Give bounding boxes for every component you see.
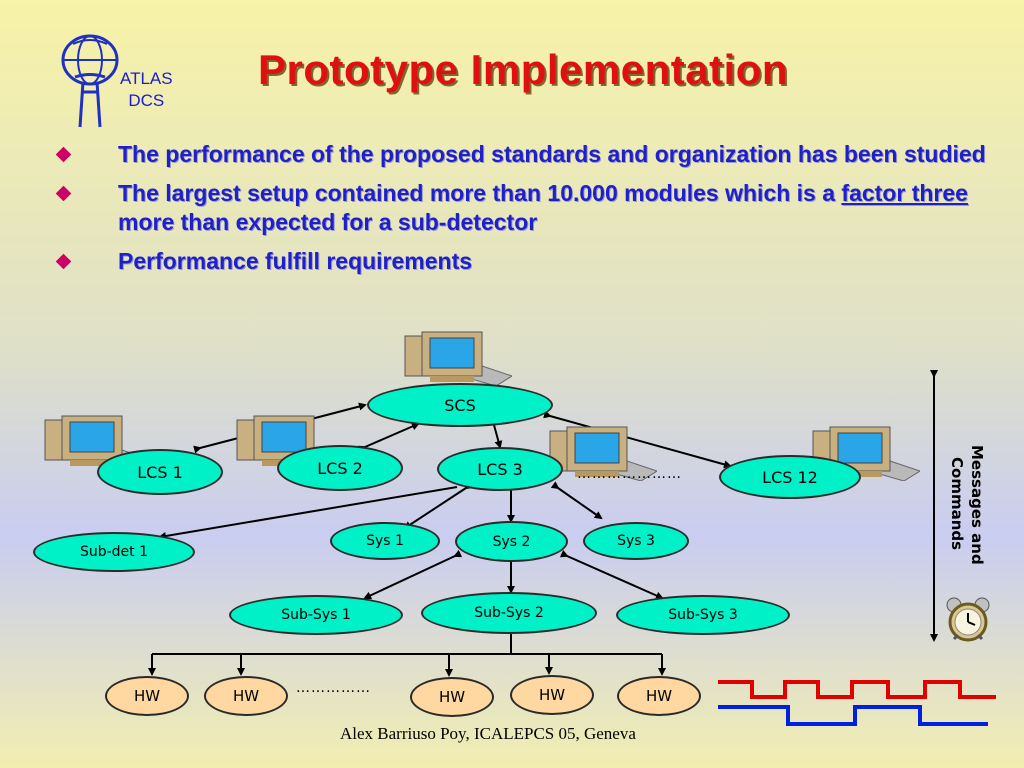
node-label: HW — [439, 688, 465, 706]
node-label: HW — [539, 686, 565, 704]
node-sys-2: Sys 2 — [455, 521, 568, 562]
node-label: LCS 12 — [762, 468, 818, 487]
side-label-line2: Commands — [948, 457, 966, 550]
node-label: HW — [134, 687, 160, 705]
alarm-clock-icon — [942, 595, 994, 643]
arrow-sys2-subsys3 — [567, 556, 662, 598]
arrow-sys2-subsys1 — [365, 556, 455, 598]
node-label: HW — [233, 687, 259, 705]
arrow-lcs3-sys1 — [405, 488, 466, 528]
bullet-text: The performance of the proposed standard… — [118, 141, 986, 167]
node-subdet-1: Sub-det 1 — [33, 532, 195, 572]
diamond-bullet-icon — [56, 254, 72, 270]
node-sys-3: Sys 3 — [583, 522, 689, 560]
diamond-bullet-icon — [56, 186, 72, 202]
node-label: Sub-Sys 2 — [474, 605, 544, 621]
logo-label: ATLAS DCS — [120, 68, 173, 112]
signal-blue-line — [718, 707, 988, 724]
node-lcs-3: LCS 3 — [437, 447, 563, 491]
computer-icon — [400, 330, 512, 386]
node-hw-4: HW — [510, 675, 594, 715]
node-label: Sub-Sys 3 — [668, 607, 738, 623]
signal-red-line — [718, 682, 996, 697]
node-label: LCS 1 — [137, 463, 183, 482]
node-subsys-1: Sub-Sys 1 — [229, 595, 403, 635]
bullet-text-underlined: factor three — [841, 180, 968, 206]
logo-label-line1: ATLAS — [120, 68, 173, 90]
node-label: LCS 3 — [477, 460, 523, 479]
bullet-text: Performance fulfill requirements — [118, 248, 472, 274]
node-hw-3: HW — [410, 677, 494, 717]
node-lcs-2: LCS 2 — [277, 445, 403, 491]
node-label: Sys 2 — [493, 534, 531, 550]
node-label: Sys 1 — [366, 533, 404, 549]
logo-label-line2: DCS — [120, 90, 173, 112]
diamond-bullet-icon — [56, 147, 72, 163]
node-label: Sub-Sys 1 — [281, 607, 351, 623]
node-scs: SCS — [367, 383, 553, 427]
arrow-lcs3-sys3 — [558, 488, 601, 518]
page-title: Prototype Implementation — [258, 46, 788, 94]
node-label: HW — [646, 687, 672, 705]
node-sys-1: Sys 1 — [330, 522, 440, 560]
bullet-text-after: more than expected for a sub-detector — [118, 209, 537, 235]
bullet-item: The largest setup contained more than 10… — [55, 179, 1005, 237]
bullet-item: The performance of the proposed standard… — [55, 140, 1005, 169]
atlas-logo-icon — [55, 32, 125, 132]
arrow-scs-lcs3 — [494, 425, 500, 447]
side-label: Messages and Commands — [942, 445, 990, 575]
bullet-text-before: The largest setup contained more than 10… — [118, 180, 841, 206]
arrow-scs-lcs2 — [365, 424, 418, 447]
bullet-item: Performance fulfill requirements — [55, 247, 1005, 276]
node-hw-1: HW — [105, 676, 189, 716]
node-hw-2: HW — [204, 676, 288, 716]
lcs-ellipsis: ………………… — [577, 466, 682, 482]
hw-ellipsis: …………… — [296, 680, 371, 696]
node-lcs-12: LCS 12 — [719, 455, 861, 499]
footer-credit: Alex Barriuso Poy, ICALEPCS 05, Geneva — [340, 724, 636, 744]
node-label: Sys 3 — [617, 533, 655, 549]
node-label: LCS 2 — [317, 459, 363, 478]
node-label: Sub-det 1 — [80, 544, 148, 560]
bullet-list: The performance of the proposed standard… — [55, 140, 1005, 286]
node-lcs-1: LCS 1 — [97, 449, 223, 495]
node-hw-5: HW — [617, 676, 701, 716]
node-subsys-2: Sub-Sys 2 — [421, 592, 597, 634]
node-subsys-3: Sub-Sys 3 — [616, 595, 790, 635]
node-label: SCS — [444, 396, 475, 415]
side-label-line1: Messages and — [968, 445, 986, 565]
